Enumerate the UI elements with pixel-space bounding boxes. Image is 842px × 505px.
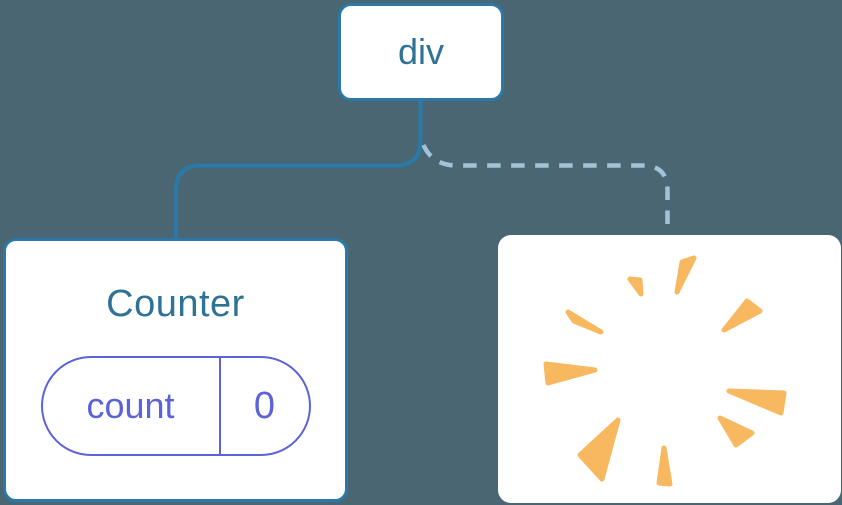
state-key-label: count bbox=[43, 358, 221, 454]
solid-link-div-to-counter bbox=[174, 100, 423, 237]
state-pill: count 0 bbox=[40, 356, 311, 456]
poof-starburst-icon bbox=[543, 255, 787, 487]
poof-ray bbox=[717, 415, 755, 448]
poof-ray bbox=[577, 417, 621, 482]
tree-node-div: div bbox=[338, 3, 504, 101]
tree-node-counter: Counter count 0 bbox=[3, 238, 348, 502]
dashed-link-div-to-destroyed bbox=[421, 144, 670, 234]
node-label: div bbox=[397, 31, 445, 72]
poof-ray bbox=[627, 276, 644, 297]
poof-ray bbox=[656, 445, 673, 487]
tree-node-destroyed bbox=[498, 235, 841, 503]
component-title: Counter bbox=[106, 283, 245, 325]
poof-ray bbox=[565, 309, 604, 335]
poof-ray bbox=[674, 255, 697, 295]
state-value: 0 bbox=[253, 384, 276, 427]
poof-ray bbox=[543, 361, 598, 386]
poof-ray bbox=[721, 298, 763, 333]
poof-ray bbox=[726, 388, 787, 416]
